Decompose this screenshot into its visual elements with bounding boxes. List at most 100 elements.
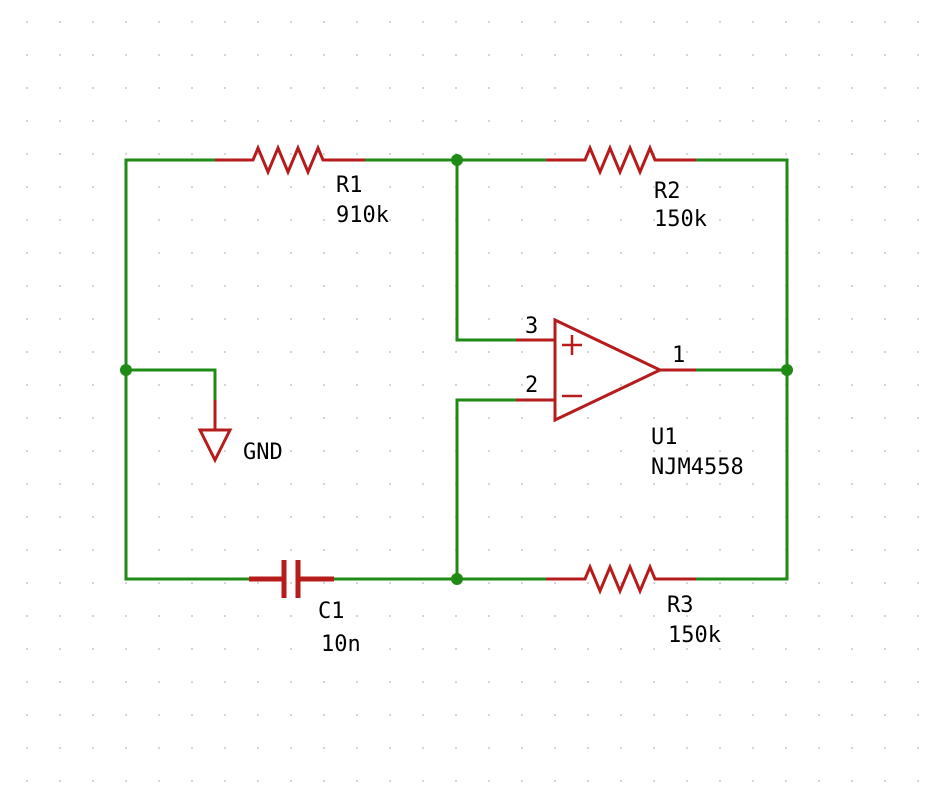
grid-dot (521, 417, 523, 419)
grid-dot (686, 714, 688, 716)
grid-dot (191, 648, 193, 650)
grid-dot (257, 780, 259, 782)
grid-dot (686, 54, 688, 56)
grid-dot (422, 186, 424, 188)
grid-dot (818, 186, 820, 188)
grid-dot (356, 54, 358, 56)
grid-dot (389, 186, 391, 188)
grid-dot (554, 714, 556, 716)
grid-dot (785, 153, 787, 155)
u1-pin1-label: 1 (672, 343, 685, 368)
grid-dot (389, 153, 391, 155)
grid-dot (719, 417, 721, 419)
grid-dot (587, 747, 589, 749)
grid-dot (917, 120, 919, 122)
grid-dot (257, 21, 259, 23)
grid-dot (158, 318, 160, 320)
grid-dot (554, 615, 556, 617)
grid-dot (851, 186, 853, 188)
grid-dot (26, 120, 28, 122)
grid-dot (488, 582, 490, 584)
grid-dot (719, 582, 721, 584)
grid-dot (554, 450, 556, 452)
grid-dot (125, 87, 127, 89)
grid-dot (257, 54, 259, 56)
grid-dot (587, 87, 589, 89)
grid-dot (125, 582, 127, 584)
grid-dot (554, 780, 556, 782)
opamp-body (553, 317, 664, 423)
grid-dot (356, 186, 358, 188)
grid-dot (323, 648, 325, 650)
ground-symbol[interactable] (197, 400, 233, 464)
grid-dot (455, 681, 457, 683)
opamp-u1[interactable] (516, 317, 696, 423)
grid-dot (224, 582, 226, 584)
grid-dot (521, 714, 523, 716)
grid-dot (191, 450, 193, 452)
grid-dot (686, 582, 688, 584)
grid-dot (422, 87, 424, 89)
grid-dot (92, 582, 94, 584)
grid-dot (719, 120, 721, 122)
grid-dot (389, 252, 391, 254)
grid-dot (389, 87, 391, 89)
grid-dot (917, 615, 919, 617)
grid-dot (26, 780, 28, 782)
grid-dot (917, 54, 919, 56)
grid-dot (59, 549, 61, 551)
grid-dot (620, 681, 622, 683)
grid-dot (752, 582, 754, 584)
resistor-r1[interactable] (215, 144, 365, 176)
grid-dot (26, 681, 28, 683)
grid-dot (686, 615, 688, 617)
junction-dot (781, 364, 793, 376)
grid-dot (323, 549, 325, 551)
grid-dot (653, 516, 655, 518)
grid-dot (455, 351, 457, 353)
resistor-r3[interactable] (546, 563, 696, 595)
grid-dot (158, 747, 160, 749)
grid-dot (158, 549, 160, 551)
grid-dot (257, 483, 259, 485)
grid-dot (686, 120, 688, 122)
grid-dot (257, 615, 259, 617)
grid-dot (389, 681, 391, 683)
r3-value-label: 150k (668, 623, 721, 648)
grid-dot (818, 54, 820, 56)
grid-dot (92, 483, 94, 485)
grid-dot (422, 549, 424, 551)
grid-dot (455, 21, 457, 23)
grid-dot (917, 780, 919, 782)
grid-dot (785, 87, 787, 89)
grid-dot (884, 648, 886, 650)
grid-dot (59, 219, 61, 221)
grid-dot (653, 681, 655, 683)
grid-dot (554, 681, 556, 683)
grid-dot (92, 648, 94, 650)
grid-dot (884, 285, 886, 287)
grid-dot (587, 549, 589, 551)
resistor-r2[interactable] (546, 144, 696, 176)
grid-dot (257, 318, 259, 320)
grid-dot (59, 582, 61, 584)
grid-dot (554, 516, 556, 518)
u1-pin3-label: 3 (525, 314, 538, 339)
wire-gnd (126, 368, 217, 400)
grid-dot (59, 681, 61, 683)
grid-dot (653, 615, 655, 617)
grid-dot (851, 318, 853, 320)
grid-dot (389, 351, 391, 353)
grid-dot (521, 450, 523, 452)
grid-dot (125, 780, 127, 782)
grid-dot (257, 417, 259, 419)
grid-dot (26, 219, 28, 221)
grid-dot (851, 747, 853, 749)
grid-dot (752, 252, 754, 254)
grid-dot (422, 351, 424, 353)
grid-dot (422, 615, 424, 617)
grid-dot (521, 747, 523, 749)
grid-dot (92, 120, 94, 122)
grid-dot (884, 516, 886, 518)
capacitor-c1[interactable] (249, 560, 334, 598)
